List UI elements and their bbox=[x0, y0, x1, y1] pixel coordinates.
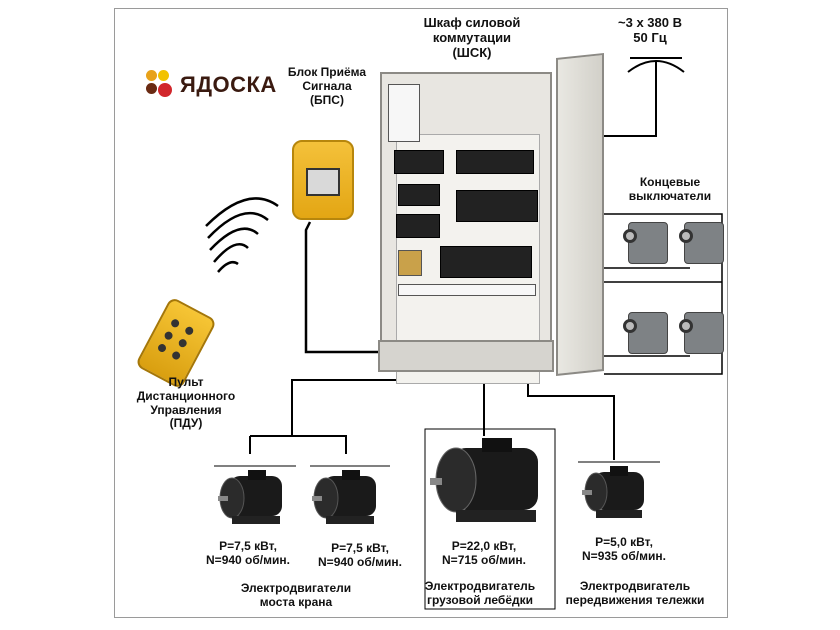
limit-switches-label: Концевые выключатели bbox=[628, 175, 712, 203]
power-supply-label: ~3 x 380 В 50 Гц bbox=[618, 15, 682, 45]
contactor-row bbox=[396, 214, 440, 238]
signal-receiver-unit bbox=[292, 140, 354, 220]
motor-spec-trolley: P=5,0 кВт, N=935 об/мин. bbox=[582, 535, 666, 563]
motor-bridge-2 bbox=[312, 470, 376, 524]
cabinet-door bbox=[556, 52, 604, 377]
motor-spec-bridge-2: P=7,5 кВт, N=940 об/мин. bbox=[318, 541, 402, 569]
logo-dot bbox=[146, 83, 157, 94]
hoist-motor-caption: Электродвигатель грузовой лебёдки bbox=[424, 579, 536, 607]
cabinet-label: Шкаф силовой коммутации (ШСК) bbox=[423, 15, 521, 60]
motor-trolley bbox=[582, 466, 644, 518]
limit-switch-wires bbox=[604, 213, 723, 375]
motor-hoist bbox=[430, 438, 538, 522]
remote-button bbox=[163, 330, 174, 342]
remote-button bbox=[183, 325, 195, 337]
motor-spec-hoist: P=22,0 кВт, N=715 об/мин. bbox=[442, 539, 526, 567]
logo-text: ЯДОСКА bbox=[180, 72, 277, 97]
switch-roller bbox=[679, 229, 693, 243]
transformer bbox=[398, 250, 422, 276]
logo-dot bbox=[146, 70, 157, 81]
receiver-window bbox=[306, 168, 340, 196]
motor-spec-bridge-1: P=7,5 кВт, N=940 об/мин. bbox=[206, 539, 290, 567]
limit-switch bbox=[623, 222, 668, 264]
remote-button bbox=[177, 337, 189, 349]
motor-platforms bbox=[214, 428, 660, 610]
switch-roller bbox=[679, 319, 693, 333]
radio-waves bbox=[205, 197, 279, 273]
remote-button bbox=[169, 317, 181, 329]
contactor-row bbox=[394, 150, 444, 174]
power-line bbox=[604, 57, 685, 137]
limit-switch bbox=[679, 222, 724, 264]
bridge-motors-caption: Электродвигатели моста крана bbox=[240, 581, 352, 609]
remote-label: Пульт Дистанционного Управления (ПДУ) bbox=[136, 375, 236, 431]
cabinet-top-unit bbox=[388, 84, 420, 142]
contactor-row bbox=[456, 150, 534, 174]
contactor-row bbox=[398, 184, 440, 206]
receiver-label: Блок Приёма Сигнала (БПС) bbox=[287, 65, 367, 107]
limit-switch bbox=[623, 312, 668, 354]
contactor-row bbox=[440, 246, 532, 278]
limit-switch bbox=[679, 312, 724, 354]
receiver-cable bbox=[304, 221, 380, 354]
contactor-row bbox=[456, 190, 538, 222]
trolley-motor-caption: Электродвигатель передвижения тележки bbox=[565, 579, 705, 607]
remote-button bbox=[170, 350, 182, 361]
logo-dot bbox=[158, 70, 169, 81]
switch-roller bbox=[623, 319, 637, 333]
motor-bridge-1 bbox=[218, 470, 282, 524]
remote-button bbox=[156, 342, 168, 354]
switch-roller bbox=[623, 229, 637, 243]
yadoska-logo: ЯДОСКА bbox=[144, 68, 304, 104]
terminal-strip bbox=[398, 284, 536, 296]
logo-dot bbox=[158, 83, 172, 97]
cabinet-plinth bbox=[378, 340, 554, 372]
